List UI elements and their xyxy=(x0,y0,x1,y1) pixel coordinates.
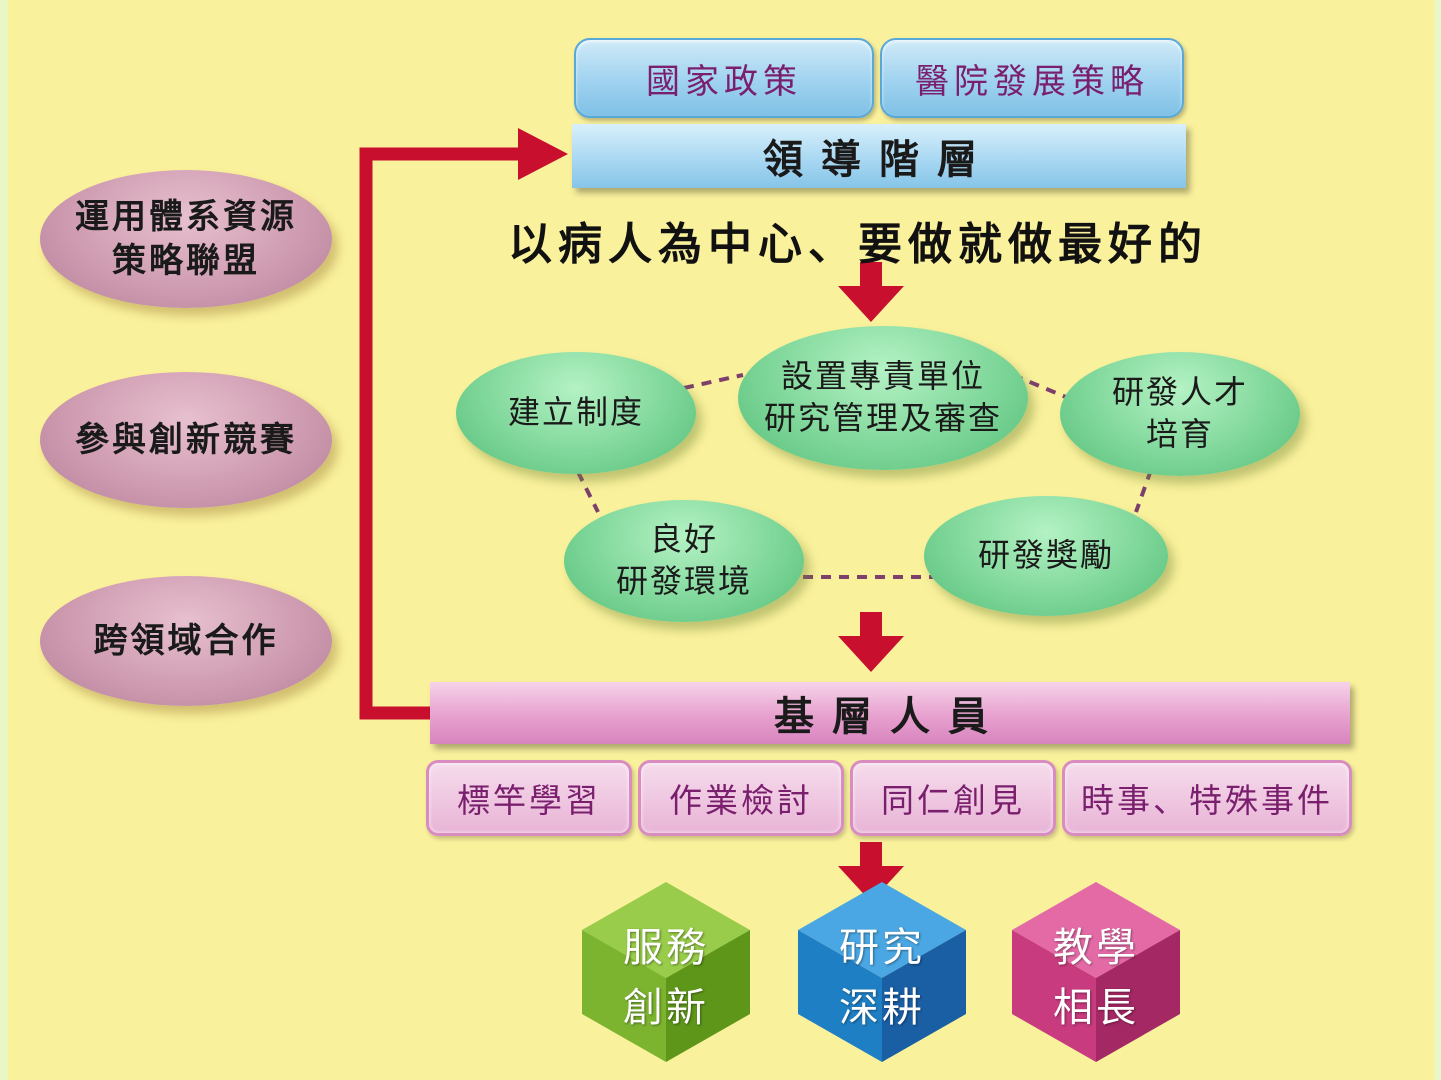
oval-dedicated-unit: 設置專責單位 研究管理及審查 xyxy=(738,326,1028,470)
down-arrow-2 xyxy=(838,612,904,672)
oval-rd-rewards-label: 研發獎勵 xyxy=(977,536,1114,575)
box-colleague-ideas-label: 同仁創見 xyxy=(881,781,1025,820)
oval-talent-cultivation-line1: 研發人才 xyxy=(1111,373,1248,412)
cycle-link-left-center xyxy=(683,373,744,390)
cube-teaching-growth-line2: 相長 xyxy=(1053,985,1139,1031)
staff-bar: 基層人員 xyxy=(430,682,1350,744)
box-current-events-label: 時事、特殊事件 xyxy=(1081,781,1333,820)
cube-research-deepening-label: 研究 深耕 xyxy=(802,918,962,1038)
cube-service-innovation-label: 服務 創新 xyxy=(586,918,746,1038)
cube-teaching-growth xyxy=(1012,882,1180,1062)
motto-headline: 以病人為中心、要做就做最好的 xyxy=(508,219,1208,270)
feedback-loop-arrowhead xyxy=(518,128,568,180)
box-operation-review-label: 作業檢討 xyxy=(669,781,813,820)
cube-service-innovation-line1: 服務 xyxy=(623,925,709,971)
down-arrow-1 xyxy=(838,262,904,322)
cube-research-deepening xyxy=(798,882,966,1062)
oval-system-alliance-line1: 運用體系資源 xyxy=(75,196,297,237)
box-operation-review: 作業檢討 xyxy=(638,760,844,836)
staff-label: 基層人員 xyxy=(774,693,1006,740)
oval-innovation-contest: 參與創新競賽 xyxy=(40,372,332,508)
oval-dedicated-unit-line2: 研究管理及審查 xyxy=(763,399,1002,437)
cube-teaching-growth-label: 教學 相長 xyxy=(1016,918,1176,1038)
cube-service-innovation xyxy=(582,882,750,1062)
oval-rd-environment: 良好 研發環境 xyxy=(564,500,804,622)
hospital-strategy-box: 醫院發展策略 xyxy=(880,38,1184,118)
hospital-strategy-label: 醫院發展策略 xyxy=(915,61,1149,102)
oval-establish-system-label: 建立制度 xyxy=(507,393,644,432)
box-benchmark-learning: 標竿學習 xyxy=(426,760,632,836)
feedback-loop-line xyxy=(359,147,528,720)
oval-talent-cultivation: 研發人才 培育 xyxy=(1060,352,1300,476)
box-benchmark-learning-label: 標竿學習 xyxy=(457,781,601,820)
down-arrow-3 xyxy=(838,842,904,902)
oval-system-alliance: 運用體系資源 策略聯盟 xyxy=(40,170,332,308)
oval-dedicated-unit-line1: 設置專責單位 xyxy=(780,357,985,396)
oval-rd-environment-line2: 研發環境 xyxy=(615,562,752,600)
box-current-events: 時事、特殊事件 xyxy=(1062,760,1352,836)
oval-cross-domain: 跨領域合作 xyxy=(40,576,332,706)
oval-rd-rewards: 研發獎勵 xyxy=(924,496,1168,616)
cycle-link-left-bottomleft xyxy=(576,471,600,513)
oval-system-alliance-line2: 策略聯盟 xyxy=(112,241,260,281)
cube-research-deepening-line2: 深耕 xyxy=(839,985,925,1031)
cube-teaching-growth-line1: 教學 xyxy=(1053,925,1139,971)
leadership-label: 領導階層 xyxy=(763,136,995,183)
oval-rd-environment-line1: 良好 xyxy=(649,520,718,559)
national-policy-box: 國家政策 xyxy=(574,38,874,118)
cycle-link-center-right xyxy=(1012,373,1074,402)
cube-research-deepening-line1: 研究 xyxy=(839,925,925,971)
oval-talent-cultivation-line2: 培育 xyxy=(1145,415,1214,453)
leadership-bar: 領導階層 xyxy=(572,124,1186,188)
national-policy-label: 國家政策 xyxy=(646,61,802,102)
cycle-link-right-bottomright xyxy=(1134,469,1153,513)
cube-service-innovation-line2: 創新 xyxy=(623,985,709,1031)
oval-establish-system: 建立制度 xyxy=(456,352,696,474)
diagram-canvas: 國家政策 醫院發展策略 領導階層 以病人為中心、要做就做最好的 運用體系資源 策… xyxy=(8,0,1434,1080)
oval-cross-domain-label: 跨領域合作 xyxy=(93,620,279,661)
connectors-layer xyxy=(359,128,1180,1062)
box-colleague-ideas: 同仁創見 xyxy=(850,760,1056,836)
oval-innovation-contest-label: 參與創新競賽 xyxy=(75,419,297,460)
